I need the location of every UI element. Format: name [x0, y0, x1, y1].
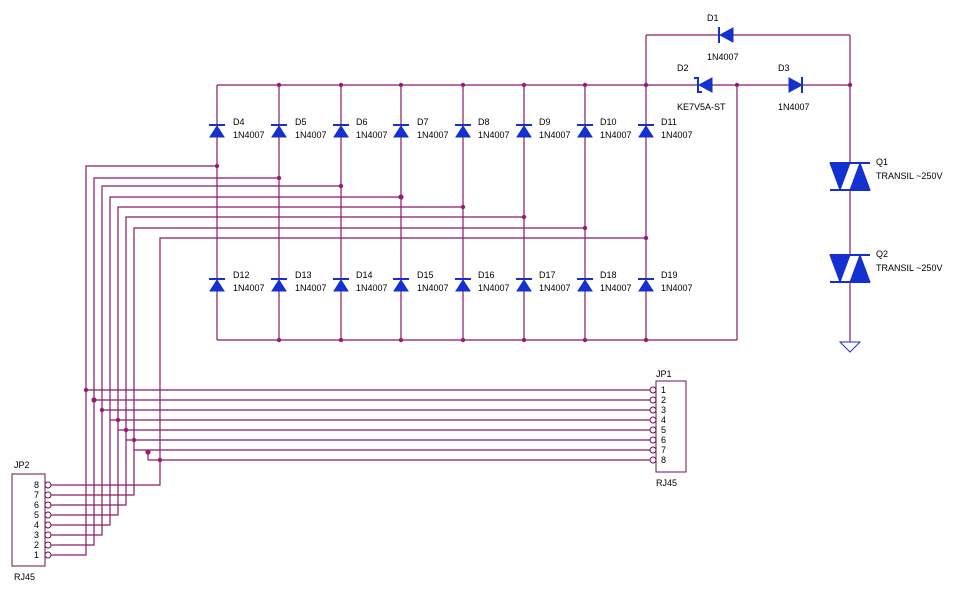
- diode-d15[interactable]: D15 1N4007: [393, 270, 449, 293]
- diode-d9-part: 1N4007: [539, 130, 571, 140]
- jp2-pins: 8 7 6 5 4 3 2 1: [34, 480, 52, 560]
- diode-d2-part: KE7V5A-ST: [677, 102, 726, 112]
- diode-d8[interactable]: D8 1N4007: [455, 117, 510, 140]
- diode-d8-ref: D8: [478, 117, 490, 127]
- diode-d11[interactable]: D11 1N4007: [638, 117, 693, 140]
- diode-d10[interactable]: D10 1N4007: [577, 117, 632, 140]
- jp2-pin-label: 1: [34, 550, 39, 560]
- diode-d7-part: 1N4007: [417, 130, 449, 140]
- diode-d2-ref: D2: [677, 63, 689, 73]
- upper-diodes: D4 1N4007 D5 1N4007 D6 1N4007 D7 1N4007 …: [209, 117, 693, 140]
- jp2-pin-label: 6: [34, 500, 39, 510]
- diode-d13-part: 1N4007: [295, 283, 327, 293]
- diode-d11-part: 1N4007: [661, 130, 693, 140]
- jp1-pin-label: 5: [661, 425, 666, 435]
- diode-d11-ref: D11: [661, 117, 677, 127]
- diode-d6-part: 1N4007: [356, 130, 388, 140]
- diode-d18-part: 1N4007: [600, 283, 632, 293]
- jp1-pin-label: 3: [661, 405, 666, 415]
- diode-d3-part: 1N4007: [778, 102, 810, 112]
- jp1-pins: 1 2 3 4 5 6 7 8: [649, 385, 666, 465]
- diode-d16[interactable]: D16 1N4007: [455, 270, 510, 293]
- diode-d1-part: 1N4007: [707, 52, 739, 62]
- jp2-pin-label: 2: [34, 540, 39, 550]
- diode-d16-ref: D16: [478, 270, 495, 280]
- connector-jp2[interactable]: JP2 RJ45 8 7 6 5 4 3 2 1: [11, 460, 60, 582]
- diode-d12[interactable]: D12 1N4007: [209, 270, 265, 293]
- diode-d5-part: 1N4007: [295, 130, 327, 140]
- diode-d9-ref: D9: [539, 117, 551, 127]
- transil-q2[interactable]: Q2 TRANSIL ~250V: [829, 249, 942, 284]
- diode-d19[interactable]: D19 1N4007: [638, 270, 693, 293]
- diode-d3-ref: D3: [778, 63, 790, 73]
- diode-d14[interactable]: D14 1N4007: [333, 270, 388, 293]
- connector-jp1-ref: JP1: [656, 369, 672, 379]
- diode-d1-ref: D1: [707, 13, 719, 23]
- diode-d9[interactable]: D9 1N4007: [516, 117, 571, 140]
- diode-d4[interactable]: D4 1N4007: [209, 117, 265, 140]
- junction-layer: [83, 82, 853, 463]
- diode-d19-ref: D19: [661, 270, 678, 280]
- diode-d17[interactable]: D17 1N4007: [516, 270, 571, 293]
- jp2-pin-label: 5: [34, 510, 39, 520]
- diode-d2[interactable]: D2 KE7V5A-ST: [677, 63, 726, 112]
- diode-d17-ref: D17: [539, 270, 556, 280]
- diode-d13-ref: D13: [295, 270, 312, 280]
- jp2-pin-label: 7: [34, 490, 39, 500]
- diode-d8-part: 1N4007: [478, 130, 510, 140]
- diode-d7[interactable]: D7 1N4007: [393, 117, 449, 140]
- wire-layer: [60, 34, 851, 556]
- diode-d6-ref: D6: [356, 117, 368, 127]
- jp2-pin-label: 8: [34, 480, 39, 490]
- diode-d5-ref: D5: [295, 117, 307, 127]
- transil-q1-part: TRANSIL ~250V: [876, 171, 942, 181]
- diode-d10-ref: D10: [600, 117, 617, 127]
- diode-d5[interactable]: D5 1N4007: [271, 117, 327, 140]
- diode-d6[interactable]: D6 1N4007: [333, 117, 388, 140]
- diode-d7-ref: D7: [417, 117, 429, 127]
- diode-d19-part: 1N4007: [661, 283, 693, 293]
- diode-d18-ref: D18: [600, 270, 617, 280]
- diode-d13[interactable]: D13 1N4007: [271, 270, 327, 293]
- jp1-pin-label: 6: [661, 435, 666, 445]
- jp2-pin-label: 3: [34, 530, 39, 540]
- diode-d14-ref: D14: [356, 270, 373, 280]
- transil-q1[interactable]: Q1 TRANSIL ~250V: [829, 157, 942, 192]
- jp1-pin-label: 1: [661, 385, 666, 395]
- diode-d18[interactable]: D18 1N4007: [577, 270, 632, 293]
- lower-diodes: D12 1N4007 D13 1N4007 D14 1N4007 D15 1N4…: [209, 270, 693, 293]
- diode-d1[interactable]: D1 1N4007: [707, 13, 739, 62]
- jp1-pin-label: 7: [661, 445, 666, 455]
- connector-jp2-ref: JP2: [14, 460, 30, 470]
- diode-d15-part: 1N4007: [417, 283, 449, 293]
- transil-q2-ref: Q2: [876, 249, 888, 259]
- connector-jp1-type: RJ45: [656, 478, 677, 488]
- diode-d4-ref: D4: [233, 117, 245, 127]
- connector-jp2-type: RJ45: [14, 572, 35, 582]
- ground-icon: [838, 341, 862, 353]
- transil-q1-ref: Q1: [876, 157, 888, 167]
- diode-d12-part: 1N4007: [233, 283, 265, 293]
- diode-d12-ref: D12: [233, 270, 250, 280]
- diode-d10-part: 1N4007: [600, 130, 632, 140]
- diode-d15-ref: D15: [417, 270, 434, 280]
- connector-jp1[interactable]: JP1 RJ45 1 2 3 4 5 6 7 8: [649, 369, 687, 488]
- diode-d14-part: 1N4007: [356, 283, 388, 293]
- diode-d17-part: 1N4007: [539, 283, 571, 293]
- jp1-pin-label: 8: [661, 455, 666, 465]
- jp1-pin-label: 4: [661, 415, 666, 425]
- diode-d4-part: 1N4007: [233, 130, 265, 140]
- jp2-pin-label: 4: [34, 520, 39, 530]
- diode-d3[interactable]: D3 1N4007: [778, 63, 810, 112]
- transil-q2-part: TRANSIL ~250V: [876, 263, 942, 273]
- jp1-pin-label: 2: [661, 395, 666, 405]
- diode-d16-part: 1N4007: [478, 283, 510, 293]
